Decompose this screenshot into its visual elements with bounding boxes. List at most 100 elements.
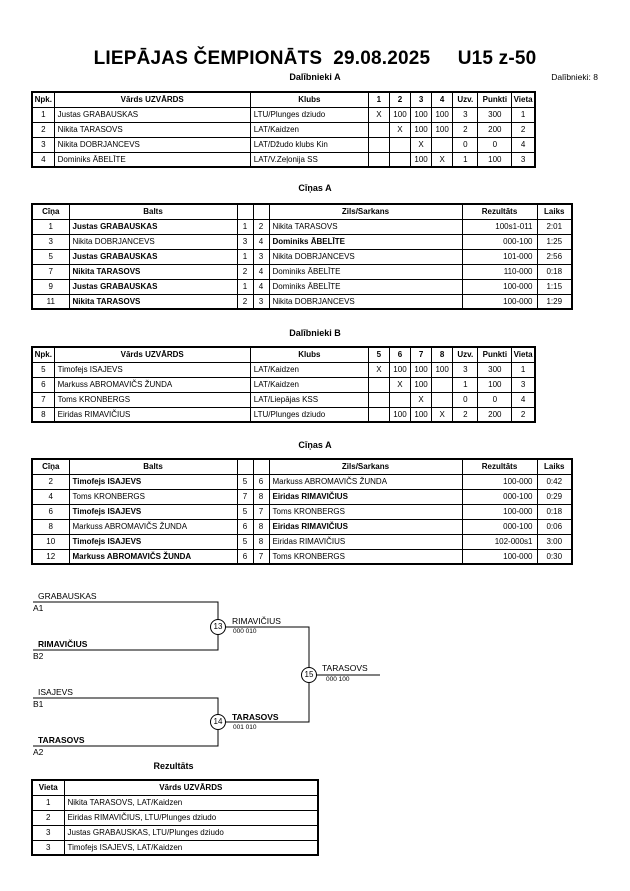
- pool_b-cell: 3: [511, 376, 536, 393]
- blue-fighter: Eiridas RIMAVIČIUS: [268, 518, 463, 535]
- blue-seed: 8: [252, 488, 270, 505]
- blue-seed: 3: [252, 248, 270, 265]
- bracket-semi1-winner: RIMAVIČIUS: [232, 616, 281, 626]
- pool_b-cell: [367, 391, 390, 408]
- pool_b-cell: 100: [410, 361, 433, 378]
- fight-result: 100-000: [461, 293, 538, 310]
- fights_b-col-header: Laiks: [536, 458, 573, 475]
- pool_a-cell: Nikita TARASOVS: [53, 121, 251, 138]
- pool_a-cell: 3: [31, 136, 55, 153]
- blue-seed: 3: [252, 293, 270, 310]
- fight-number: 10: [31, 533, 70, 550]
- fight-time: 0:06: [536, 518, 573, 535]
- pool_a-cell: Nikita DOBRJANCEVS: [53, 136, 251, 153]
- bracket-semi2-number: 14: [210, 714, 226, 730]
- pool_a-cell: 100: [410, 106, 433, 123]
- fight-time: 2:56: [536, 248, 573, 265]
- blue-fighter: Dominiks ĀBELĪTE: [268, 233, 463, 250]
- pool_a-cell: Dominiks ĀBELĪTE: [53, 151, 251, 168]
- pool_a-cell: [367, 151, 390, 168]
- pool_a-col-header: 1: [367, 91, 390, 108]
- fight-number: 5: [31, 248, 70, 265]
- pool_b-cell: 2: [452, 406, 479, 423]
- bracket-s1-bot-name: RIMAVIČIUS: [38, 639, 88, 649]
- fight-result: 102-000s1: [461, 533, 538, 550]
- pool_a-col-header: Klubs: [249, 91, 369, 108]
- pool_a-cell: 1: [452, 151, 479, 168]
- white-seed: 5: [236, 473, 254, 490]
- result-place: 2: [31, 809, 65, 826]
- pool_b-cell: [367, 376, 390, 393]
- bracket-line-semi1-out: [218, 626, 310, 675]
- pool_a-cell: 4: [511, 136, 536, 153]
- blue-seed: 7: [252, 503, 270, 520]
- fight-number: 4: [31, 488, 70, 505]
- white-seed: 6: [236, 548, 254, 565]
- pool_b-cell: LAT/Liepājas KSS: [249, 391, 369, 408]
- bracket-final-number: 15: [301, 667, 317, 683]
- blue-seed: 8: [252, 518, 270, 535]
- pool_a-cell: X: [367, 106, 390, 123]
- bracket-s1-bot-seed: B2: [33, 651, 44, 661]
- pool_b-cell: [367, 406, 390, 423]
- pool_a-cell: 100: [431, 106, 454, 123]
- blue-seed: 2: [252, 218, 270, 235]
- white-seed: 6: [236, 518, 254, 535]
- white-fighter: Markuss ABROMAVIČS ŽUNDA: [68, 518, 238, 535]
- pool_b-cell: LAT/Kaidzen: [249, 361, 369, 378]
- pool_b-col-header: 5: [367, 346, 390, 363]
- fight-number: 9: [31, 278, 70, 295]
- pool_a-cell: 2: [511, 121, 536, 138]
- result-name: Eiridas RIMAVIČIUS, LTU/Plunges dziudo: [63, 809, 319, 826]
- page-title: LIEPĀJAS ČEMPIONĀTS 29.08.2025 U15 z-50: [93, 48, 537, 69]
- fights_a-col-header: Rezultāts: [461, 203, 538, 220]
- blue-seed: 7: [252, 548, 270, 565]
- pool_b-cell: X: [431, 406, 454, 423]
- white-fighter: Toms KRONBERGS: [68, 488, 238, 505]
- bracket-s2-bot-seed: A2: [33, 747, 44, 757]
- pool_a-cell: LAT/Kaidzen: [249, 121, 369, 138]
- pool_a-cell: [431, 136, 454, 153]
- pool_b-cell: 6: [31, 376, 55, 393]
- white-seed: 1: [236, 218, 254, 235]
- result-name: Justas GRABAUSKAS, LTU/Plunges dziudo: [63, 824, 319, 841]
- blue-fighter: Nikita DOBRJANCEVS: [268, 293, 463, 310]
- pool_b-cell: 100: [477, 376, 513, 393]
- pool_b-cell: 0: [477, 391, 513, 408]
- bracket-s1-top-seed: A1: [33, 603, 44, 613]
- fights_b-col-header: Zils/Sarkans: [268, 458, 463, 475]
- pool_b-cell: LTU/Plunges dziudo: [249, 406, 369, 423]
- fight-time: 1:25: [536, 233, 573, 250]
- fights_a-col-header: Balts: [68, 203, 238, 220]
- pool_b-cell: 4: [511, 391, 536, 408]
- pool_a-cell: 100: [431, 121, 454, 138]
- white-fighter: Justas GRABAUSKAS: [68, 218, 238, 235]
- fight-number: 1: [31, 218, 70, 235]
- pool_a-cell: Justas GRABAUSKAS: [53, 106, 251, 123]
- pool_b-col-header: Uzv.: [452, 346, 479, 363]
- result-place: 1: [31, 794, 65, 811]
- pool_b-cell: 5: [31, 361, 55, 378]
- pool_b-col-header: 7: [410, 346, 433, 363]
- pool_b-cell: 100: [410, 406, 433, 423]
- white-seed: 5: [236, 503, 254, 520]
- blue-fighter: Toms KRONBERGS: [268, 503, 463, 520]
- pool_a-cell: [367, 136, 390, 153]
- pool_b-cell: Toms KRONBERGS: [53, 391, 251, 408]
- bracket-semi2-score: 001 010: [233, 724, 257, 731]
- fights_b-col-header: [252, 458, 270, 475]
- fight-result: 100-000: [461, 473, 538, 490]
- pool_b-cell: Timofejs ISAJEVS: [53, 361, 251, 378]
- pool_a-cell: 2: [31, 121, 55, 138]
